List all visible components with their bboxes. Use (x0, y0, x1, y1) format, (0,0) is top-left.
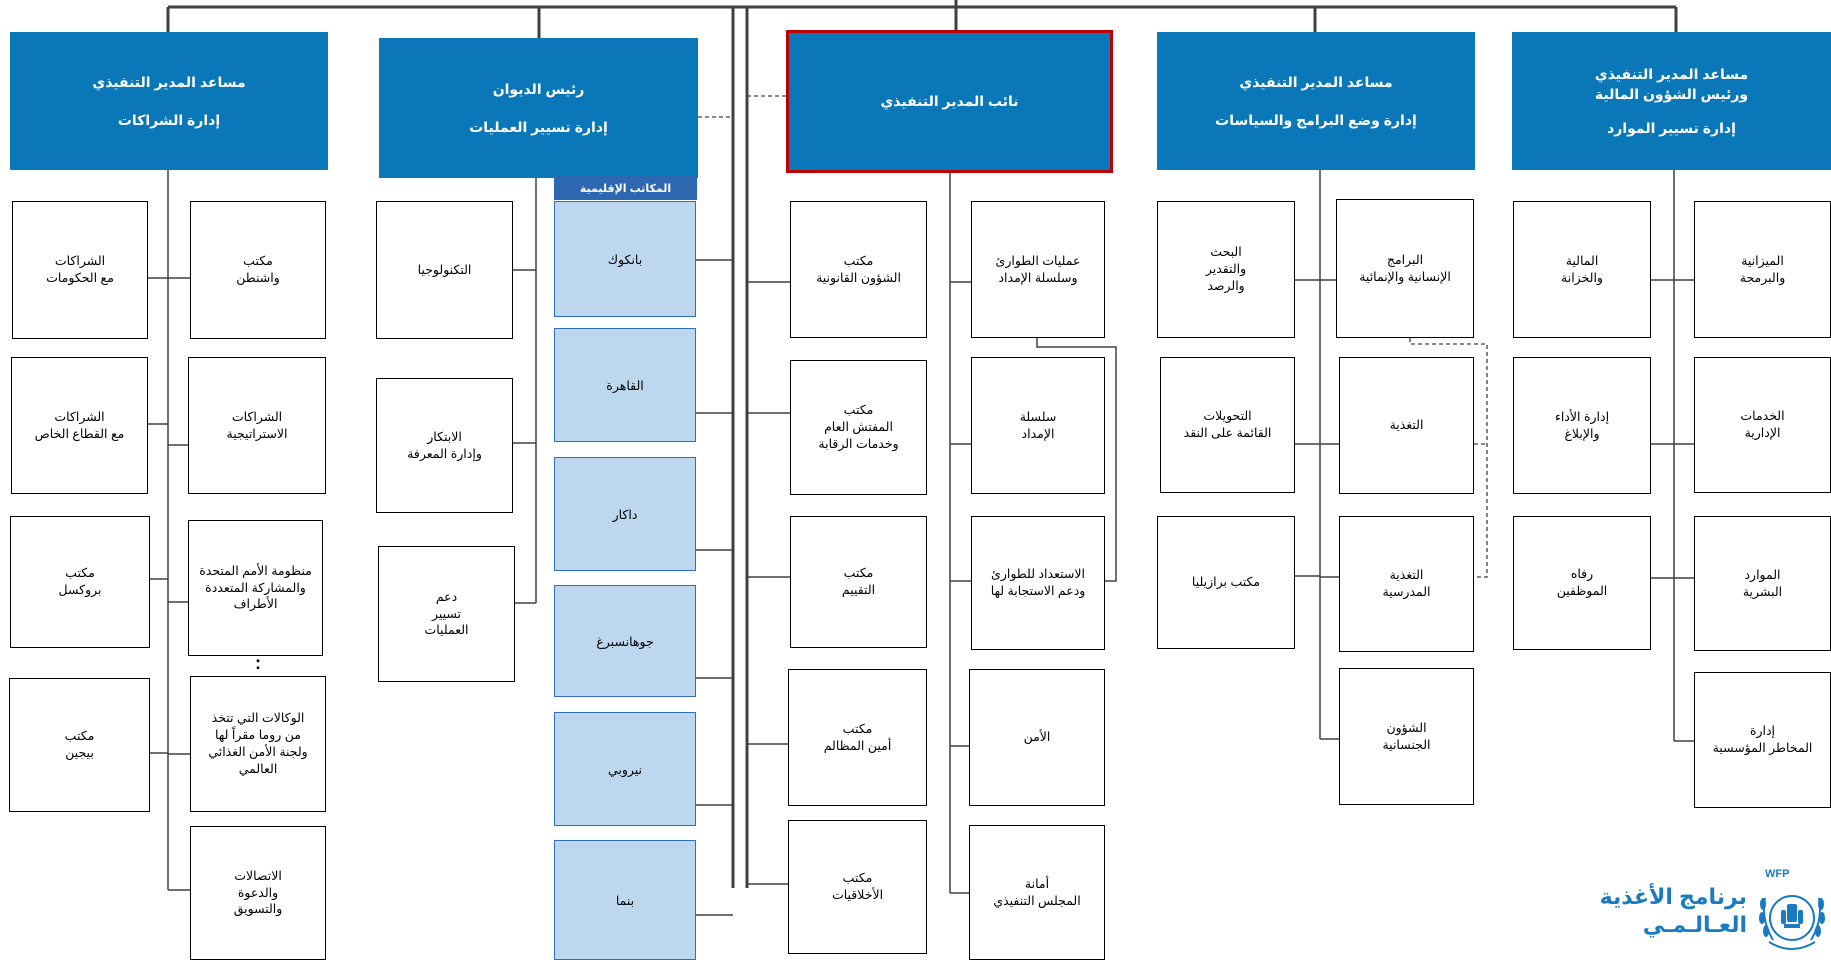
header-deputy-executive-director: نائب المدير التنفيذي (786, 30, 1113, 173)
unit-private-sector-partnerships: الشراكات مع القطاع الخاص (11, 357, 148, 494)
header-programmes-title: مساعد المدير التنفيذي (1239, 73, 1393, 90)
unit-rome-based-agencies: الوكالات التي تتخذ من روما مقراً لها ولج… (190, 676, 326, 812)
ellipsis-marker: : (255, 653, 261, 673)
regional-offices-title: المكاتب الإقليمية (554, 176, 697, 200)
region-nairobi: نيروبي (554, 712, 696, 826)
header-programmes-dept: إدارة وضع البرامج والسياسات (1215, 112, 1417, 128)
region-panama: بنما (554, 840, 696, 960)
header-resources: مساعد المدير التنفيذي ورئيس الشؤون المال… (1512, 32, 1831, 170)
unit-nutrition: التغذية (1339, 357, 1474, 494)
unit-strategic-partnerships: الشراكات الاستراتيجية (188, 357, 326, 494)
unit-human-resources: الموارد البشرية (1694, 516, 1831, 651)
unit-technology: التكنولوجيا (376, 201, 513, 339)
unit-beijing-office: مكتب بيجين (9, 678, 150, 812)
unit-un-system-multilateral: منظومة الأمم المتحدة والمشاركة المتعددة … (188, 520, 323, 656)
unit-school-feeding: التغذية المدرسية (1339, 516, 1474, 652)
unit-humanitarian-development: البرامج الإنسانية والإنمائية (1336, 199, 1474, 338)
unit-performance-reporting: إدارة الأداء والإبلاغ (1513, 357, 1651, 494)
unit-finance-treasury: المالية والخزانة (1513, 201, 1651, 338)
unit-communications-advocacy: الاتصالات والدعوة والتسويق (190, 826, 326, 960)
header-partnerships-dept: إدارة الشراكات (117, 112, 221, 128)
unit-gender: الشؤون الجنسانية (1339, 668, 1474, 805)
logo-acronym: WFP (1765, 868, 1790, 880)
logo-text-line2: العـالـمـي (1642, 912, 1747, 937)
region-dakar: داكار (554, 457, 696, 571)
unit-legal-office: مكتب الشؤون القانونية (790, 201, 927, 338)
unit-research-assessment: البحث والتقدير والرصد (1157, 201, 1295, 338)
header-chief-of-staff-dept: إدارة تسيير العمليات (469, 119, 608, 135)
header-partnerships-title: مساعد المدير التنفيذي (92, 73, 246, 90)
unit-cash-transfers: التحويلات القائمة على النقد (1160, 357, 1295, 493)
unit-ombudsman-office: مكتب أمين المظالم (788, 669, 927, 806)
header-partnerships: مساعد المدير التنفيذي إدارة الشراكات (10, 32, 328, 170)
wheat-wreath-icon (1759, 895, 1825, 950)
unit-operations-support: دعم تسيير العمليات (378, 546, 515, 682)
unit-inspector-general: مكتب المفتش العام وخدمات الرقابة (790, 360, 927, 495)
unit-staff-wellness: رفاه الموظفين (1513, 516, 1651, 650)
unit-enterprise-risk: إدارة المخاطر المؤسسية (1694, 672, 1831, 808)
region-johannesburg: جوهانسبرغ (554, 585, 696, 697)
header-deputy-title: نائب المدير التنفيذي (880, 93, 1019, 110)
header-resources-title-1: مساعد المدير التنفيذي (1594, 65, 1749, 82)
header-chief-of-staff-title: رئيس الديوان (492, 80, 585, 97)
unit-brussels-office: مكتب بروكسل (10, 516, 150, 648)
logo-text-line1: برنامج الأغذية (1599, 884, 1747, 909)
header-chief-of-staff: رئيس الديوان إدارة تسيير العمليات (379, 38, 698, 178)
header-programmes: مساعد المدير التنفيذي إدارة وضع البرامج … (1157, 32, 1475, 170)
unit-board-secretariat: أمانة المجلس التنفيذي (969, 825, 1105, 960)
header-resources-title-2: ورئيس الشؤون المالية (1594, 85, 1749, 102)
unit-supply-chain: سلسلة الإمداد (971, 357, 1105, 494)
header-resources-dept: إدارة تسيير الموارد (1607, 120, 1736, 137)
region-cairo: القاهرة (554, 328, 696, 442)
unit-security: الأمن (969, 669, 1105, 806)
unit-evaluation-office: مكتب التقييم (790, 516, 927, 648)
unit-ethics-office: مكتب الأخلاقيات (788, 820, 927, 954)
unit-budget-programming: الميزانية والبرمجة (1694, 201, 1831, 338)
unit-emergency-operations: عمليات الطوارئ وسلسلة الإمداد (971, 201, 1105, 338)
unit-emergency-preparedness: الاستعداد للطوارئ ودعم الاستجابة لها (971, 516, 1105, 650)
unit-innovation-knowledge: الابتكار وإدارة المعرفة (376, 378, 513, 513)
wfp-logo: برنامج الأغذية العـالـمـي WFP (1600, 862, 1831, 960)
unit-brasilia-office: مكتب برازيليا (1157, 516, 1295, 649)
unit-government-partnerships: الشراكات مع الحكومات (12, 201, 148, 339)
region-bangkok: بانكوك (554, 201, 696, 317)
unit-management-services: الخدمات الإدارية (1694, 357, 1831, 493)
unit-washington-office: مكتب واشنطن (190, 201, 326, 339)
